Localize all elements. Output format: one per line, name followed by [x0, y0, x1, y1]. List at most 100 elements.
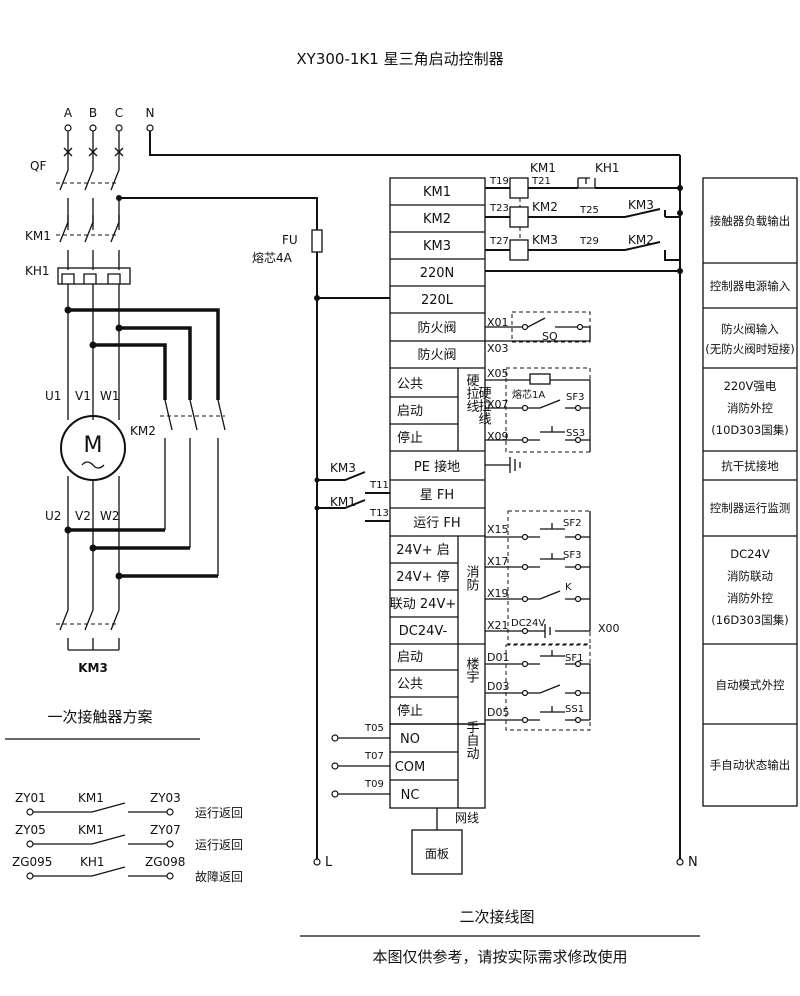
kh1-main-label: KH1 — [25, 264, 50, 278]
code-d03: D03 — [487, 680, 509, 693]
wire-label: 网线 — [455, 811, 479, 825]
qf-label: QF — [30, 159, 46, 173]
w2-label: W2 — [100, 509, 120, 523]
v2-label: V2 — [75, 509, 91, 523]
aux1-right: ZY03 — [150, 791, 181, 805]
terminal-24v-start: 24V+ 启 — [396, 543, 449, 558]
aux2-desc: 运行返回 — [195, 838, 243, 852]
right-label-7b: 消防联动 — [727, 569, 773, 583]
building-circuit: D01 D03 D05 SF1 SS1 — [485, 644, 591, 731]
aux3-right: ZG098 — [145, 855, 185, 869]
terminal-common-bldg: 公共 — [397, 677, 423, 692]
terminal-start-hw: 启动 — [397, 404, 423, 419]
hand-auto-outputs: T05 T07 T09 — [331, 723, 390, 798]
code-t11: T11 — [369, 480, 389, 491]
sq-label: SQ — [542, 330, 558, 343]
right-label-3b: (无防火阀时短接) — [705, 342, 794, 356]
code-t21: T21 — [531, 176, 551, 187]
terminal-nc: NC — [401, 788, 420, 803]
code-x05: X05 — [487, 367, 509, 380]
terminal-220n: 220N — [420, 266, 455, 281]
right-label-8: 自动模式外控 — [716, 678, 785, 692]
contact-km3-top-label: KM3 — [628, 198, 654, 212]
code-x19: X19 — [487, 587, 509, 600]
group-building-v: 楼宇 — [464, 657, 480, 683]
ss1-label: SS1 — [565, 704, 584, 715]
ss3-label: SS3 — [566, 428, 585, 439]
aux1-contact: KM1 — [78, 791, 104, 805]
terminal-220l: 220L — [421, 293, 454, 308]
main-circuit: A B C N QF KM1 KH1 — [25, 106, 680, 675]
phase-b-label: B — [89, 106, 97, 120]
right-label-7d: (16D303国集) — [711, 613, 788, 627]
sf3b-label: SF3 — [563, 550, 581, 561]
terminal-dc24v-neg: DC24V- — [399, 624, 448, 639]
w1-label: W1 — [100, 389, 120, 403]
phase-c-label: C — [115, 106, 123, 120]
aux2-left: ZY05 — [15, 823, 46, 837]
monitoring-contacts: KM3 T11 KM1 T13 — [314, 461, 390, 522]
right-label-2: 控制器电源输入 — [710, 279, 791, 293]
fire-damper-circuit: X01 X03 SQ — [485, 311, 591, 355]
fuse1a-label: 熔芯1A — [512, 388, 545, 401]
code-x21: X21 — [487, 619, 509, 632]
right-labels — [702, 177, 798, 807]
aux3-contact: KH1 — [80, 855, 105, 869]
code-x03: X03 — [487, 342, 509, 355]
phase-n-label: N — [146, 106, 155, 120]
fuse: FU 熔芯4A — [252, 229, 323, 265]
code-t23: T23 — [489, 203, 509, 214]
fire-control-circuit: X15 X17 X19 X21 X00 SF2 SF3 K DC24V — [485, 510, 620, 645]
code-x00: X00 — [598, 622, 620, 635]
code-x07: X07 — [487, 398, 509, 411]
terminal-common-hw: 公共 — [397, 377, 423, 392]
group-fire-v: 消防 — [464, 565, 480, 591]
v1-label: V1 — [75, 389, 91, 403]
contact-kh1-label: KH1 — [595, 161, 620, 175]
right-label-3a: 防火阀输入 — [721, 322, 779, 336]
terminal-start-bldg: 启动 — [397, 650, 423, 665]
code-t19: T19 — [489, 176, 509, 187]
terminal-star-fh: 星 FH — [420, 488, 454, 503]
right-label-5: 抗干扰接地 — [721, 459, 779, 473]
aux2-right: ZY07 — [150, 823, 181, 837]
terminal-km1: KM1 — [423, 185, 451, 200]
aux-contacts: ZY01 KM1 ZY03 运行返回 ZY05 KM1 ZY07 运行返回 ZG… — [12, 791, 243, 884]
km1-left-label: KM1 — [330, 495, 356, 509]
aux1-desc: 运行返回 — [195, 806, 243, 820]
right-label-4b: 消防外控 — [727, 401, 773, 415]
sf1-label: SF1 — [565, 653, 583, 664]
l-rail-label: L — [325, 855, 333, 870]
code-t25: T25 — [579, 205, 599, 216]
code-x09: X09 — [487, 430, 509, 443]
km3-left-label: KM3 — [330, 461, 356, 475]
terminal-linkage-24v: 联动 24V+ — [390, 597, 456, 612]
u1-label: U1 — [45, 389, 61, 403]
km2-main-label: KM2 — [130, 424, 156, 438]
code-t09: T09 — [364, 779, 384, 790]
code-t27: T27 — [489, 236, 509, 247]
group-handauto-v: 手自动 — [464, 721, 480, 761]
terminal-com: COM — [395, 760, 426, 775]
code-t29: T29 — [579, 236, 599, 247]
aux3-desc: 故障返回 — [195, 869, 243, 884]
terminal-km2: KM2 — [423, 212, 451, 227]
terminal-24v-stop: 24V+ 停 — [396, 569, 449, 585]
hardwire-circuit: X05 X07 X09 熔芯1A SF3 SS3 — [485, 367, 591, 453]
footer-note: 本图仅供参考，请按实际需求修改使用 — [372, 948, 627, 966]
dc24v-label: DC24V — [511, 618, 545, 629]
right-label-9: 手自动状态输出 — [710, 758, 791, 772]
terminal-no: NO — [400, 732, 420, 747]
coil-km1-label: KM1 — [530, 161, 556, 175]
terminal-pe: PE 接地 — [414, 459, 460, 475]
fuse-rating: 熔芯4A — [252, 250, 293, 265]
code-d01: D01 — [487, 651, 509, 664]
u2-label: U2 — [45, 509, 61, 523]
coil-km3-label: KM3 — [532, 233, 558, 247]
coil-km2-label: KM2 — [532, 200, 558, 214]
code-t07: T07 — [364, 751, 384, 762]
code-x15: X15 — [487, 523, 509, 536]
aux2-contact: KM1 — [78, 823, 104, 837]
right-label-1: 接触器负载输出 — [710, 214, 791, 228]
right-label-4c: (10D303国集) — [711, 423, 788, 437]
